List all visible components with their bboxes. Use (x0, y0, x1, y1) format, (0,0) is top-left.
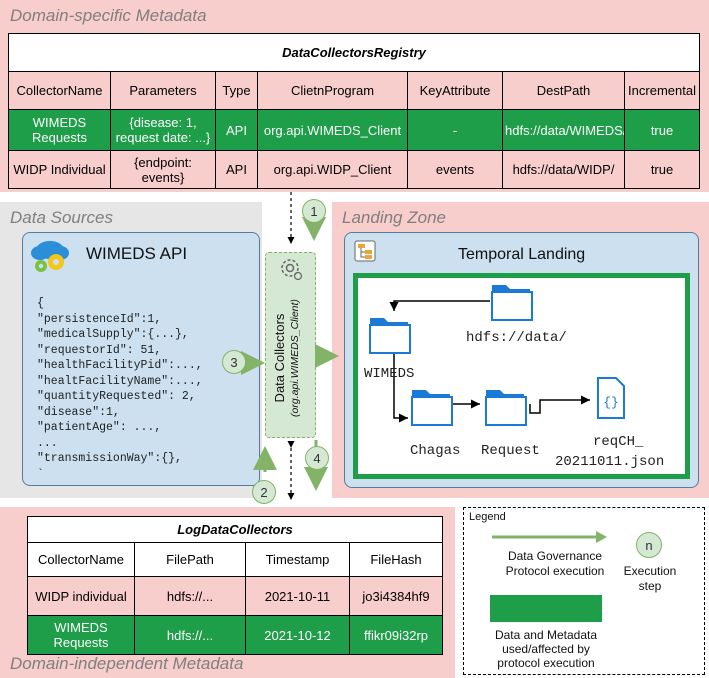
temporal-landing-title: Temporal Landing (458, 246, 586, 263)
gear-icon (281, 259, 303, 281)
table-cell: API (215, 150, 258, 189)
json-line: ` (37, 467, 44, 481)
folder-icon (491, 285, 533, 321)
table-row: WIMEDS Requests {disease: 1, request dat… (8, 109, 701, 151)
table-cell: true (623, 150, 701, 189)
legend-arrow-icon (492, 531, 607, 543)
table-cell: ffikr09i32rp (348, 615, 444, 655)
json-line: "quantityRequested": 2, (37, 390, 196, 403)
json-file-icon: {} (597, 377, 625, 419)
table-cell: org.api.WIMEDS_Client (257, 109, 408, 151)
step-1-circle: 1 (302, 199, 326, 223)
table-cell: {endpoint: events} (110, 150, 216, 189)
registry-header: ClietnProgram (257, 71, 408, 110)
table-cell: hdfs://data/WIMEDS/( (502, 109, 625, 151)
json-line: "requestorId": 51, (37, 343, 162, 357)
table-row: WIMEDS Requests hdfs://... 2021-10-12 ff… (27, 615, 444, 655)
step-4-circle: 4 (305, 446, 329, 470)
api-title: WIMEDS API (86, 244, 188, 263)
table-cell: WIMEDS Requests (27, 615, 135, 655)
json-line: "disease":1, (37, 405, 120, 419)
table-cell: WIDP Individual (8, 150, 111, 189)
registry-header: DestPath (502, 71, 625, 110)
log-header: Timestamp (245, 542, 350, 577)
registry-title: DataCollectorsRegistry (7, 33, 701, 72)
folder-label-wimeds: WIMEDS (364, 366, 415, 382)
table-cell: jo3i4384hf9 (348, 576, 444, 616)
table-cell: - (407, 109, 503, 151)
landing-zone-title: Landing Zone (342, 208, 446, 227)
log-header: FilePath (134, 542, 246, 577)
json-line: "healthFacilityPid":..., (37, 359, 203, 372)
table-cell: org.api.WIDP_Client (257, 150, 408, 189)
table-cell: hdfs://... (134, 576, 246, 616)
folder-icon (485, 390, 527, 426)
folder-label-request: Request (481, 443, 540, 459)
table-cell: 2021-10-11 (245, 576, 350, 616)
table-cell: {disease: 1, request date: ...} (110, 109, 216, 151)
step-2-circle: 2 (252, 480, 276, 504)
folder-icon (369, 318, 411, 354)
legend-green-box (490, 595, 602, 622)
data-collectors-registry-table: DataCollectorsRegistry CollectorName Par… (7, 33, 701, 189)
log-header: CollectorName (27, 542, 135, 577)
legend-step-label: Execution step (623, 564, 677, 593)
table-cell: WIDP individual (27, 576, 135, 616)
table-cell: events (407, 150, 503, 189)
table-cell: API (215, 109, 258, 151)
table-cell: 2021-10-12 (245, 615, 350, 655)
folder-label-root: hdfs://data/ (466, 330, 567, 346)
log-title: LogDataCollectors (26, 516, 444, 543)
table-cell: hdfs://... (134, 615, 246, 655)
json-line: "patientAge": ..., (37, 421, 162, 434)
svg-text:{}: {} (603, 395, 619, 410)
log-data-collectors-table: LogDataCollectors CollectorName FilePath… (26, 516, 444, 655)
registry-header: Type (215, 71, 258, 110)
legend-step-circle: n (636, 532, 662, 558)
legend-arrow-label: Data Governance Protocol execution (505, 549, 605, 578)
table-cell: hdfs://data/WIDP/ (502, 150, 625, 189)
legend-title: Legend (469, 511, 506, 523)
legend-box-label: Data and Metadata used/affected by proto… (494, 628, 598, 670)
json-line: "transmissionWay":{}, (37, 452, 182, 465)
landing-folder-tree: {} (369, 285, 625, 426)
log-header: FileHash (348, 542, 444, 577)
data-sources-title: Data Sources (10, 208, 113, 227)
json-line: "medicalSupply":{...}, (37, 328, 189, 341)
folder-label-chagas: Chagas (410, 443, 461, 459)
table-row: WIDP individual hdfs://... 2021-10-11 jo… (27, 576, 444, 616)
json-line: ... (37, 436, 58, 450)
registry-header: Parameters (110, 71, 216, 110)
table-row: WIDP Individual {endpoint: events} API o… (8, 150, 701, 189)
json-line: "persistenceId":1, (37, 312, 162, 326)
folder-tree-icon (354, 240, 376, 262)
file-label-line1: reqCH_ (593, 434, 644, 450)
folder-icon (411, 390, 453, 426)
registry-header: KeyAttribute (407, 71, 503, 110)
domain-independent-title: Domain-independent Metadata (10, 654, 244, 673)
json-line: { (37, 297, 44, 310)
wimeds-api-box (22, 232, 260, 486)
api-json-response: { "persistenceId":1, "medicalSupply":{..… (37, 296, 203, 482)
registry-header: CollectorName (8, 71, 111, 110)
file-label-line2: 20211011.json (555, 454, 665, 470)
gears-cloud-icon (31, 241, 69, 272)
table-cell: true (623, 109, 701, 151)
step-3-circle: 3 (222, 350, 246, 374)
legend-box (463, 507, 705, 675)
json-line: "healtFacilityName":..., (37, 374, 203, 388)
domain-specific-title: Domain-specific Metadata (10, 6, 207, 25)
